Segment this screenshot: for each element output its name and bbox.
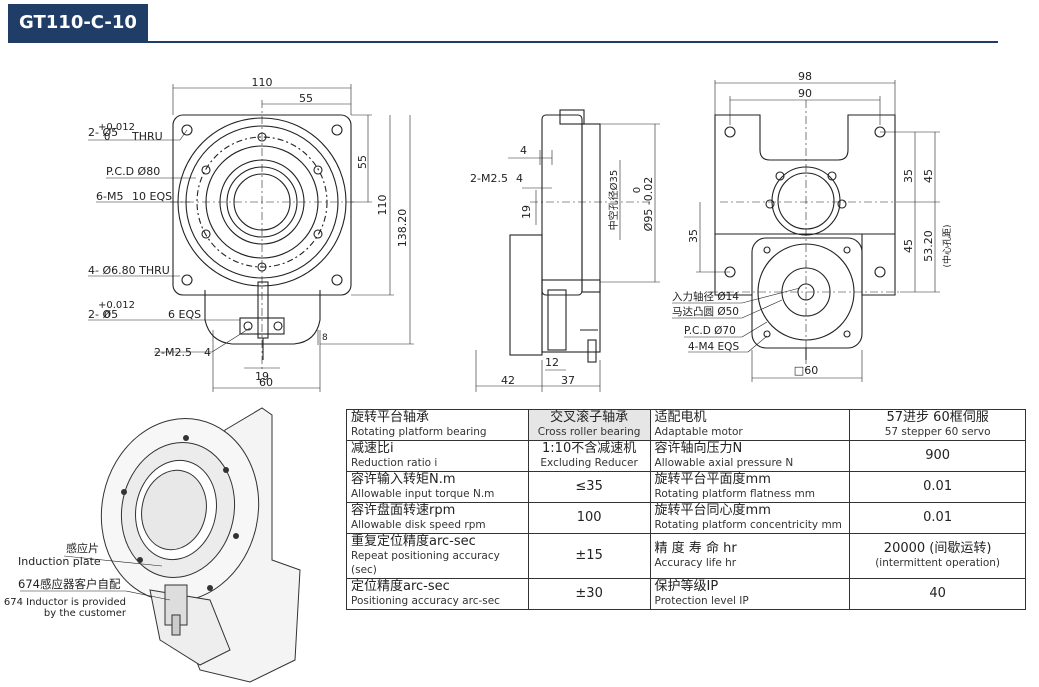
rear-dim-5320: 53.20 — [922, 230, 935, 262]
rear-input-shaft: 入力轴径 Ø14 — [672, 290, 739, 303]
m25-depth: 4 — [204, 346, 211, 359]
title-underline — [8, 41, 998, 43]
rear-view-drawing: 98 90 35 45 35 45 53.20 (中心孔距) 入力轴径 Ø14 … — [672, 70, 953, 382]
m5-label: 6-M5 — [96, 190, 123, 203]
m25-label: 2-M2.5 — [154, 346, 192, 359]
rear-dim-45a: 45 — [922, 169, 935, 183]
dim-55-height: 55 — [356, 155, 369, 169]
rear-motor-boss: 马达凸圆 Ø50 — [672, 306, 739, 318]
spec-value-cell: 40 — [849, 578, 1026, 610]
spec-value-cell: 0.01 — [849, 471, 1026, 503]
title-bar: GT110-C-10 — [0, 0, 1000, 44]
hole-label: 2- Ø5 — [88, 126, 118, 139]
holes-680-label: 4- Ø6.80 THRU — [88, 264, 170, 277]
spec-value-cell: 0.01 — [849, 502, 1026, 534]
dim-60: 60 — [259, 376, 273, 389]
dim-110-height: 110 — [376, 195, 389, 216]
page-title: GT110-C-10 — [8, 4, 148, 42]
side-dia95: Ø95 -0.02 — [642, 177, 655, 232]
spec-value-cell: ±15 — [527, 533, 651, 579]
tol-plus: +0.012 — [98, 122, 135, 133]
spec-value-cell: 900 — [849, 440, 1026, 472]
side-dim-42: 42 — [501, 374, 515, 387]
side-dim-4: 4 — [520, 144, 527, 157]
spec-value-cell: ±30 — [527, 578, 651, 610]
rear-dim-45b: 45 — [902, 239, 915, 253]
front-view-drawing: 110 55 2- Ø5 +0.012 0 THRU P.C.D Ø80 6-M… — [88, 76, 414, 392]
hole2-label: 2- Ø5 — [88, 308, 118, 321]
rear-center-note: (中心孔距) — [941, 224, 953, 267]
side-m25-depth: 4 — [516, 172, 523, 185]
hole2-depth: 6 EQS — [168, 308, 201, 321]
tol2-plus: +0.012 — [98, 300, 135, 311]
side-dim-19: 19 — [520, 205, 533, 219]
rear-dim-35b: 35 — [687, 229, 700, 243]
spec-value-cell: ≤35 — [527, 471, 651, 503]
rear-sq60: □60 — [794, 364, 818, 377]
side-dim-12: 12 — [545, 356, 559, 369]
m5-depth: 10 EQS — [132, 190, 172, 203]
pcd-label: P.C.D Ø80 — [106, 165, 160, 178]
tol-zero: 0 — [104, 132, 110, 143]
dim-110-width: 110 — [252, 76, 273, 89]
dim-138-height: 138.20 — [396, 209, 409, 248]
rear-dim-98: 98 — [798, 70, 812, 83]
dim-55-width: 55 — [299, 92, 313, 105]
thru-label: THRU — [131, 130, 163, 143]
inductor-en-1: 674 Inductor is provided — [4, 597, 126, 608]
rear-m4: 4-M4 EQS — [688, 341, 739, 353]
induction-plate-zh: 感应片 — [66, 541, 99, 555]
inductor-zh: 674感应器客户自配 — [18, 577, 121, 591]
spec-value-cell: 20000 (间歇运转)(intermittent operation) — [849, 533, 1026, 579]
side-tol: 0 — [632, 187, 643, 193]
tol2-zero: 0 — [104, 310, 110, 321]
inductor-en-2: by the customer — [44, 608, 127, 619]
dim-19: 19 — [255, 370, 269, 383]
rear-pcd70: P.C.D Ø70 — [684, 325, 736, 337]
rear-dim-90: 90 — [798, 87, 812, 100]
spec-value-cell: 100 — [527, 502, 651, 534]
side-m25: 2-M2.5 — [470, 172, 508, 185]
isometric-view-drawing: 感应片 Induction plate 674感应器客户自配 674 Induc… — [4, 407, 301, 683]
rear-dim-35a: 35 — [902, 169, 915, 183]
side-hollow: 中空孔径Ø35 — [607, 170, 620, 231]
induction-plate-en: Induction plate — [18, 555, 101, 568]
side-dim-37: 37 — [561, 374, 575, 387]
dim-8: 8 — [322, 333, 328, 343]
side-view-drawing: 4 2-M2.5 4 19 中空孔径Ø35 0 Ø95 -0.02 12 42 … — [470, 109, 660, 392]
